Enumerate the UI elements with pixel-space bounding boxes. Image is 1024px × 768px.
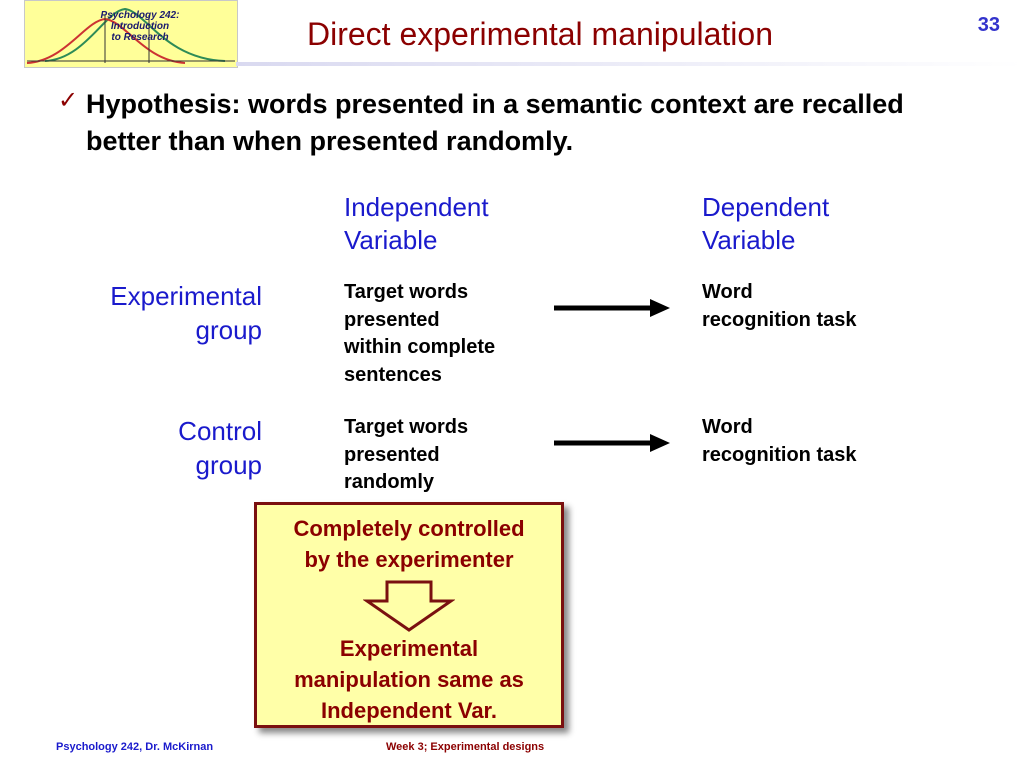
control-dv-cell: Word recognition task xyxy=(702,414,932,469)
logo-text: Psychology 242: Introduction to Research xyxy=(75,10,205,43)
callout-top-text: Completely controlled by the experimente… xyxy=(257,513,561,575)
course-logo: Psychology 242: Introduction to Research xyxy=(24,0,238,68)
header-line: Independent xyxy=(344,192,489,222)
control-iv-cell: Target words presented randomly xyxy=(344,414,574,497)
footer-course-author: Psychology 242, Dr. McKirnan xyxy=(56,741,214,753)
experimental-dv-cell: Word recognition task xyxy=(702,279,932,334)
label-line: Control xyxy=(178,416,262,446)
slide-title: Direct experimental manipulation xyxy=(307,16,773,52)
label-line: Experimental xyxy=(110,281,262,311)
cell-line: randomly xyxy=(344,471,435,493)
down-arrow-icon xyxy=(363,580,455,632)
header-line: Variable xyxy=(344,225,438,255)
callout-line: manipulation same as xyxy=(294,667,524,692)
right-arrow-icon xyxy=(554,299,670,317)
logo-line: to Research xyxy=(111,32,169,43)
cell-line: presented xyxy=(344,308,440,331)
dependent-variable-header: Dependent Variable xyxy=(702,191,942,257)
cell-line: Target words xyxy=(344,281,469,303)
callout-bottom-text: Experimental manipulation same as Indepe… xyxy=(257,633,561,726)
cell-line: Target words xyxy=(344,416,469,438)
experimental-group-label: Experimental group xyxy=(22,279,262,347)
callout-line: by the experimenter xyxy=(304,547,514,572)
logo-line: Introduction xyxy=(110,21,170,32)
control-group-label: Control group xyxy=(22,414,262,482)
cell-line: Word xyxy=(702,281,753,303)
header-line: Variable xyxy=(702,225,796,255)
slide-number: 33 xyxy=(977,14,1000,36)
cell-line: Word xyxy=(702,416,753,438)
callout-line: Independent Var. xyxy=(320,698,498,723)
callout-line: Experimental xyxy=(339,636,479,661)
header-line: Dependent xyxy=(702,192,830,222)
hypothesis-text: Hypothesis: words presented in a semanti… xyxy=(86,89,904,156)
distribution-curves-icon xyxy=(26,7,235,64)
independent-variable-header: Independent Variable xyxy=(344,191,584,257)
cell-line: presented xyxy=(344,443,440,466)
logo-line: Psychology 242: xyxy=(100,10,180,21)
callout-box: Completely controlled by the experimente… xyxy=(254,502,564,728)
label-line: group xyxy=(195,450,263,480)
label-line: group xyxy=(195,315,263,345)
experimental-iv-cell: Target words presented within complete s… xyxy=(344,279,574,389)
header-divider xyxy=(236,62,1024,66)
checkmark-icon: ✓ xyxy=(58,86,79,114)
cell-line: within complete xyxy=(344,336,496,358)
cell-line: sentences xyxy=(344,363,442,386)
callout-line: Completely controlled xyxy=(293,516,525,541)
cell-line: recognition task xyxy=(702,308,857,331)
right-arrow-icon xyxy=(554,434,670,452)
footer-week-topic: Week 3; Experimental designs xyxy=(386,741,545,753)
cell-line: recognition task xyxy=(702,443,857,466)
